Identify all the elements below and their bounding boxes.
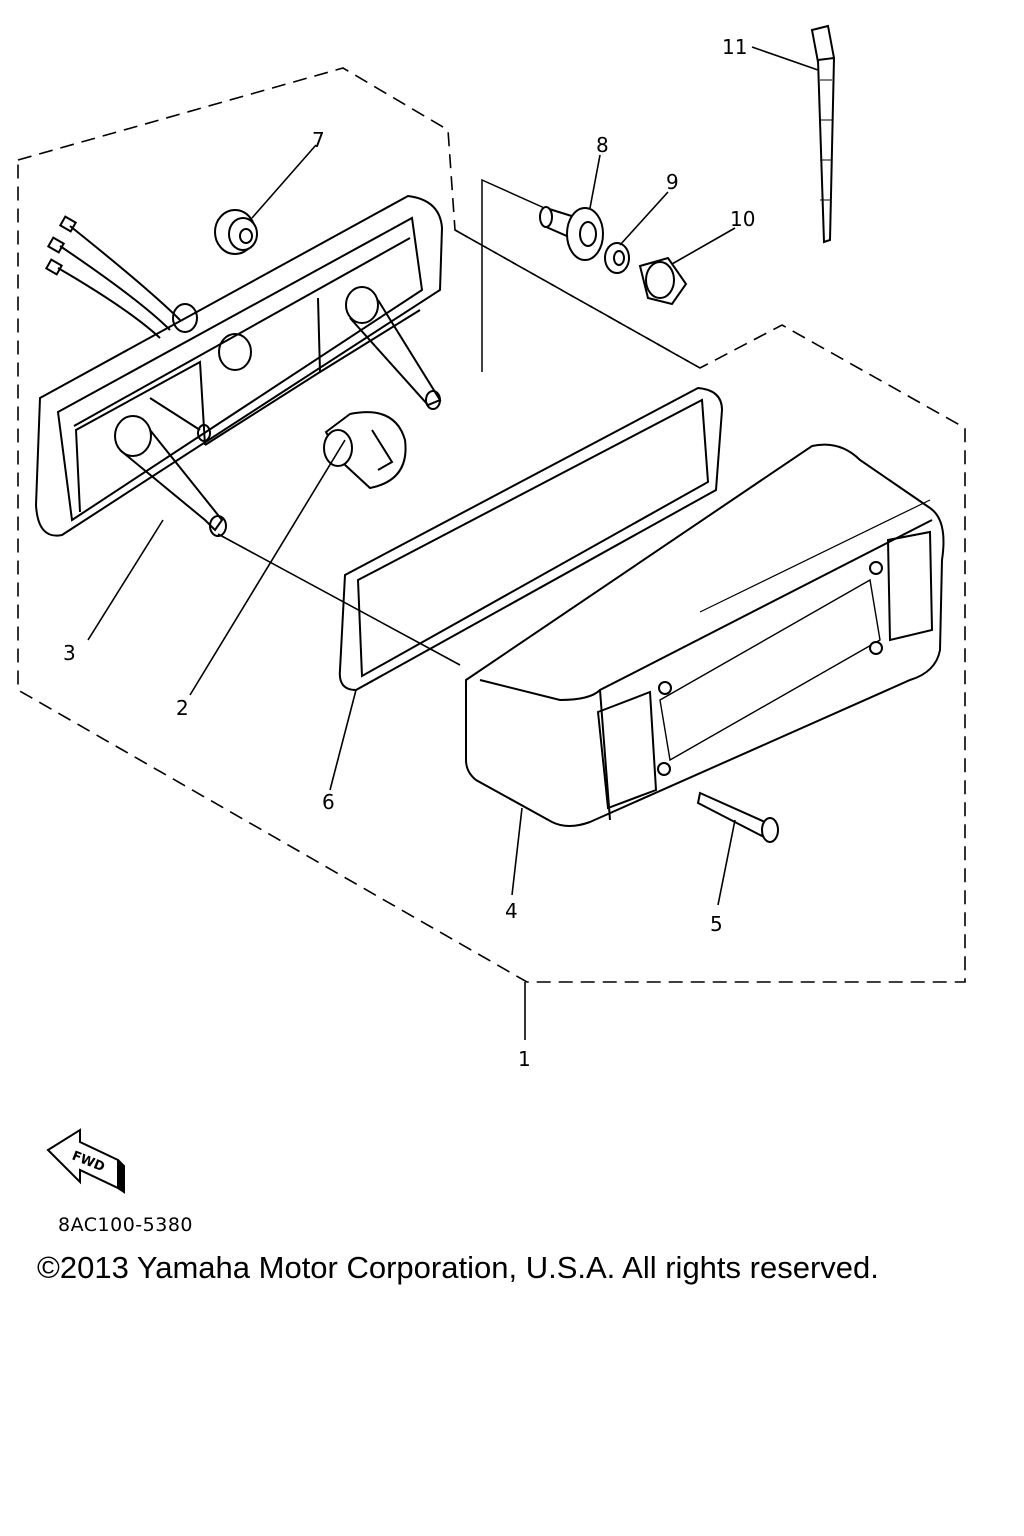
lens	[465, 443, 945, 827]
fastener-group-bracket	[481, 178, 561, 372]
part-code: 8AC100-5380	[58, 1214, 193, 1236]
callout-4: 4	[505, 899, 518, 923]
collar	[539, 206, 604, 261]
callout-9: 9	[666, 170, 679, 194]
leader-lines	[87, 46, 819, 1040]
copyright-notice: ©2013 Yamaha Motor Corporation, U.S.A. A…	[37, 1250, 879, 1285]
grommet	[214, 209, 258, 255]
callout-3: 3	[63, 641, 76, 665]
cable-tie	[810, 24, 836, 244]
callout-5: 5	[710, 912, 723, 936]
callout-7: 7	[312, 128, 325, 152]
callout-8: 8	[596, 133, 609, 157]
callout-11: 11	[722, 35, 747, 59]
gasket	[338, 386, 724, 692]
callout-2: 2	[176, 696, 189, 720]
assembly-divider	[454, 229, 701, 369]
wiring-leads	[44, 215, 198, 339]
nut	[638, 256, 688, 306]
callout-6: 6	[322, 790, 335, 814]
screw	[696, 791, 779, 843]
bulb	[323, 411, 407, 490]
callout-10: 10	[730, 207, 755, 231]
fwd-arrow-icon: FWD	[46, 1128, 125, 1194]
washer	[604, 242, 630, 274]
callout-1: 1	[518, 1047, 531, 1071]
assembly-boundary	[17, 67, 966, 983]
lamp-housing	[34, 194, 444, 537]
